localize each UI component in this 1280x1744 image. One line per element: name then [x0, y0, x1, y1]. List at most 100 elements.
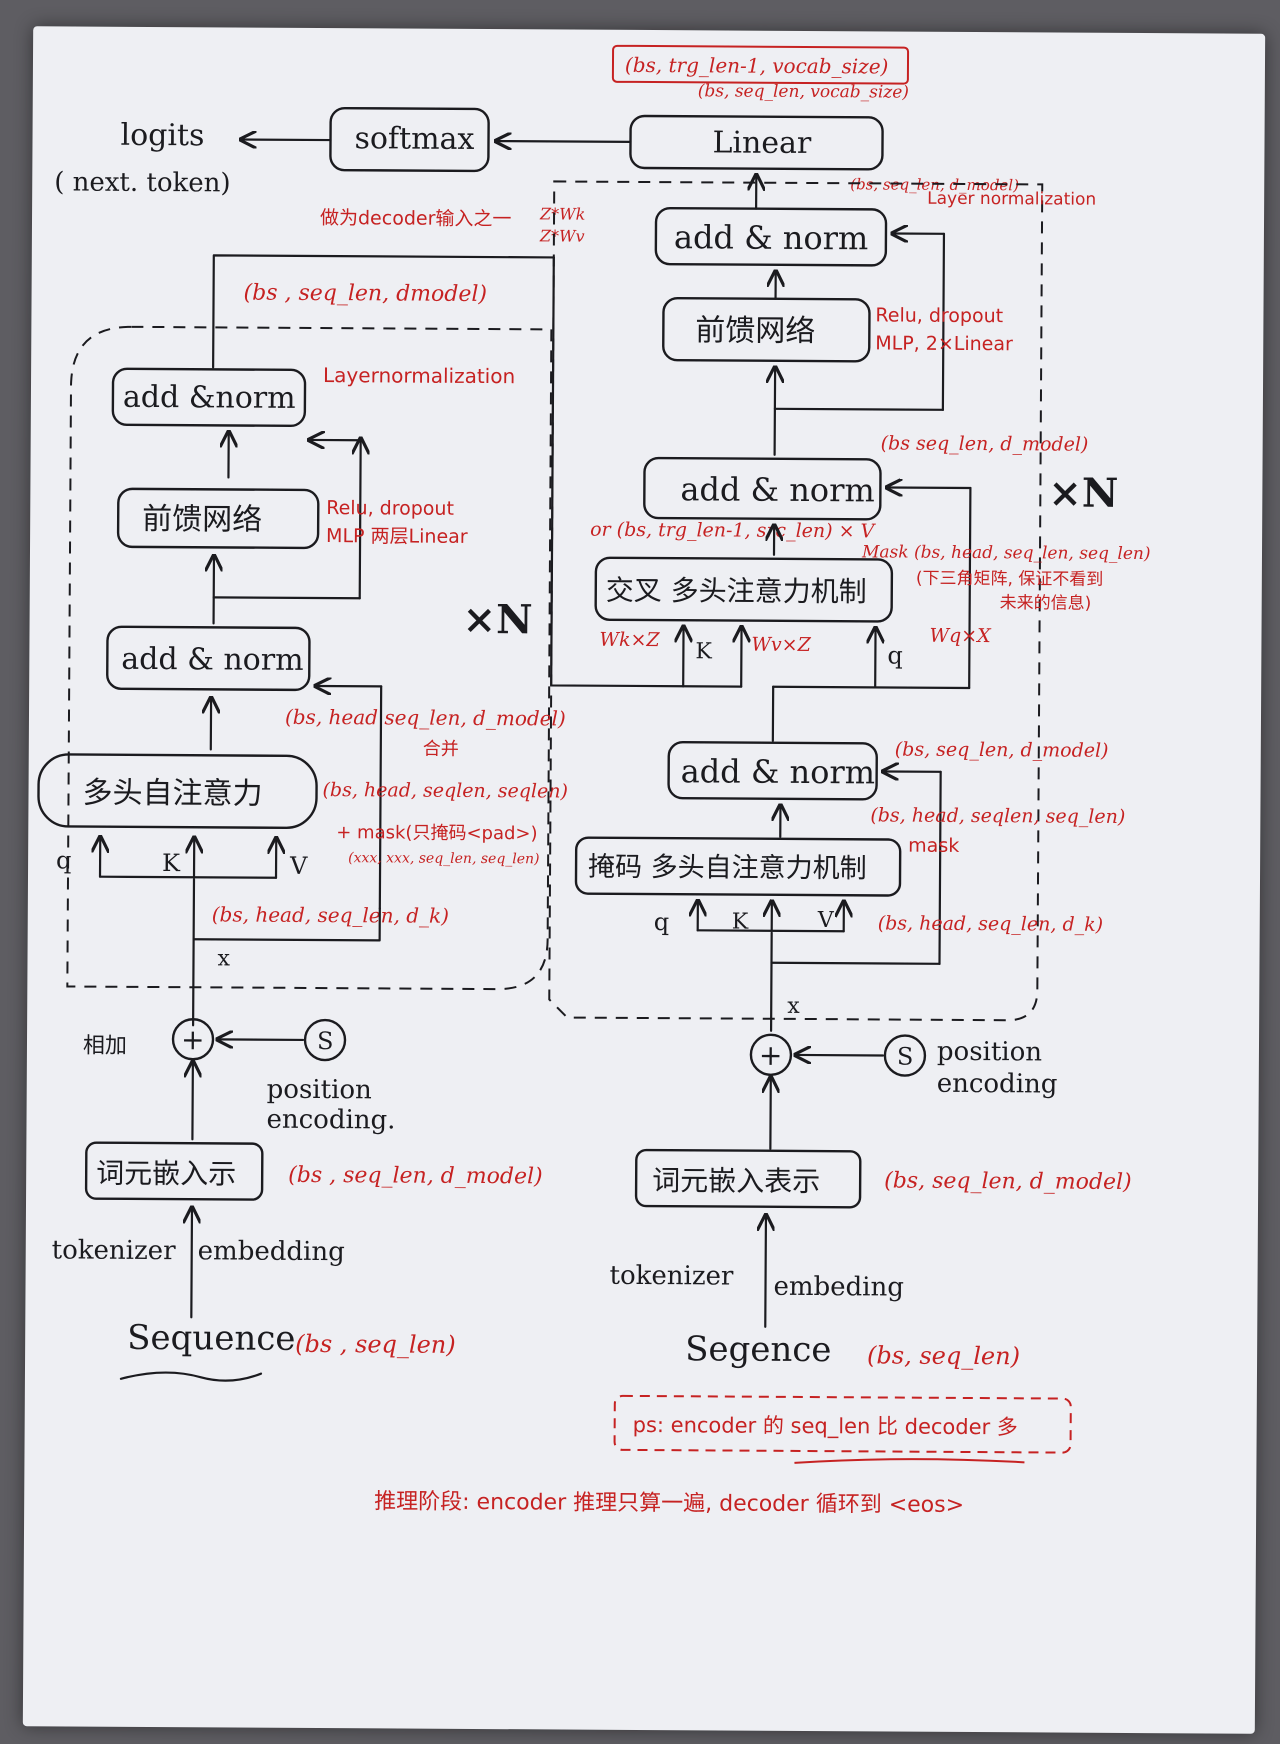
encoder-mhsa-label: 多头自注意力: [82, 776, 262, 812]
encoder-qkv-shape: (bs, head, seq_len, d_k): [212, 902, 449, 927]
decoder-pos-enc-2: encoding: [937, 1069, 1058, 1100]
encoder-add-norm-mid: [106, 625, 311, 692]
decoder-seq-shape: (bs, seq_len): [867, 1341, 1020, 1370]
decoder: ×N add & norm Layer normalization 前馈网络 R…: [548, 180, 1151, 1370]
decoder-masked-attn-box: [574, 836, 902, 897]
decoder-q-label: q: [887, 641, 903, 669]
decoder-mask-note: (下三角矩阵, 保证不看到: [916, 569, 1104, 590]
encoder-add-norm-top: [111, 367, 307, 428]
decoder-layer-frame: [548, 180, 1044, 1022]
arrow-seq-to-embed-enc: [191, 1209, 192, 1319]
encoder-seq-shape: (bs , seq_len): [295, 1330, 456, 1359]
decoder-pos-enc-1: position: [937, 1037, 1043, 1068]
encoder-embed-label: 词元嵌入示: [96, 1157, 236, 1191]
encoder-residual-branch-top: [212, 596, 361, 600]
encoder-add-circle: [171, 1018, 215, 1061]
encoder-qkv-split: [98, 875, 278, 879]
encoder-embedding-label: embedding: [198, 1236, 345, 1267]
encoder-x-trunk: [192, 878, 196, 1027]
decoder-pos-symbol: S: [897, 1043, 914, 1071]
decoder-add-norm-top: [654, 206, 888, 267]
decoder-add-norm-low-label: add & norm: [681, 752, 876, 791]
decoder-qkv-split: [696, 929, 845, 933]
decoder-masked-attn-label: 掩码 多头自注意力机制: [588, 852, 867, 885]
encoder-output-line: [212, 254, 555, 369]
decoder-q-branch: [772, 685, 971, 690]
ps-note-frame: [613, 1394, 1072, 1454]
decoder-q2-label: q: [654, 908, 670, 936]
ps-note-underline: [794, 1458, 1025, 1464]
decoder-v2-label: V: [817, 908, 835, 933]
decoder-plus-symbol: +: [759, 1039, 783, 1072]
decoder-residual-line-top: [941, 232, 946, 411]
encoder-attn-shape: (bs, head, seqlen, seqlen): [322, 779, 568, 802]
encoder-concat-shape: (bs, head seq_len, d_model): [285, 705, 566, 731]
decoder-pos-symbol-circle: [883, 1034, 927, 1077]
encoder-mask-note: + mask(只掩码<pad>): [336, 822, 537, 844]
decoder-layernorm-label: Layer normalization: [927, 189, 1096, 210]
linear-output-shape-1: (bs, trg_len-1, vocab_size): [625, 53, 889, 79]
decoder-add-norm-mid-label: add & norm: [680, 470, 875, 509]
decoder-ffn-label: 前馈网络: [695, 313, 815, 349]
encoder-ffn-box: [116, 487, 320, 550]
decoder-input-note: 做为decoder输入之一: [320, 207, 512, 230]
decoder-residual-arrow-mid: [888, 487, 972, 488]
decoder-k-label: K: [695, 639, 712, 664]
decoder-x-trunk: [769, 931, 773, 1032]
decoder-add-norm-mid: [643, 456, 882, 521]
decoder-ffn-box: [662, 296, 871, 363]
decoder-repeat-label: ×N: [1048, 469, 1118, 516]
encoder-q-label: q: [56, 846, 72, 874]
encoder: 做为decoder输入之一 Z*Wk Z*Wv (bs , seq_len, d…: [37, 204, 585, 1382]
encoder-v-label: V: [289, 852, 308, 880]
decoder-add-norm-low: [667, 741, 878, 801]
encoder-repeat-label: ×N: [462, 596, 532, 643]
encoder-x-residual: [192, 907, 381, 942]
arrow-softmax-to-logits: [243, 140, 332, 141]
encoder-add-norm-mid-label: add & norm: [121, 642, 303, 678]
decoder-mask-shape: Mask (bs, head, seq_len, seq_len): [861, 542, 1151, 564]
inference-note: 推理阶段: encoder 推理只算一遍, decoder 循环到 <eos>: [374, 1489, 964, 1518]
arrow-seq-to-embed-dec: [765, 1217, 766, 1328]
decoder-wv-label: Wv×Z: [751, 634, 811, 656]
encoder-ffn-note-1: Relu, dropout: [326, 497, 454, 520]
decoder-sequence-label: Segence: [685, 1329, 832, 1370]
notes: ps: encoder 的 seq_len 比 decoder 多 推理阶段: …: [374, 1394, 1072, 1518]
encoder-x-label: x: [217, 946, 230, 971]
decoder-residual-line-mid: [968, 486, 972, 690]
arrow-addnorm-to-ffn-dec: [775, 369, 776, 456]
ps-note: ps: encoder 的 seq_len 比 decoder 多: [633, 1413, 1018, 1440]
decoder-embed-box: [634, 1148, 862, 1209]
softmax-label: softmax: [354, 121, 474, 157]
encoder-layernorm-label: Layernormalization: [323, 363, 515, 388]
logits-label: logits: [120, 118, 204, 154]
encoder-add-norm-top-label: add &norm: [123, 380, 296, 416]
decoder-wq-label: Wq×X: [929, 625, 992, 647]
zwv-label: Z*Wv: [539, 226, 585, 245]
encoder-residual-line-top: [360, 440, 361, 600]
decoder-embed-label: 词元嵌入表示: [652, 1164, 820, 1198]
decoder-cross-attn-box: [594, 556, 894, 623]
encoder-pos-symbol: S: [317, 1027, 334, 1055]
encoder-layer-frame: [66, 325, 553, 991]
linear-label: Linear: [712, 125, 812, 161]
encoder-ffn-note-2: MLP 两层Linear: [326, 525, 468, 548]
decoder-wk-label: Wk×Z: [599, 629, 660, 651]
encoder-pos-enc-2: encoding.: [266, 1105, 395, 1136]
decoder-residual-line-low: [938, 770, 942, 965]
decoder-x-residual: [770, 961, 941, 965]
encoder-tokenizer-label: tokenizer: [52, 1235, 177, 1266]
decoder-add-norm-top-label: add & norm: [674, 218, 869, 257]
linear-output-frame: [611, 44, 910, 85]
encoder-embed-shape: (bs , seq_len, d_model): [288, 1163, 543, 1190]
decoder-cross-shape: (bs seq_len, d_model): [881, 432, 1089, 455]
decoder-or-shape: or (bs, trg_len-1, src_len) × V: [590, 519, 877, 543]
decoder-x-label: x: [787, 994, 800, 1019]
architecture-diagram: (bs, trg_len-1, vocab_size) (bs, seq_len…: [37, 44, 1151, 1518]
encoder-residual-line-mid: [378, 685, 383, 910]
decoder-qkv-shape: (bs, head, seq_len, d_k): [878, 912, 1103, 935]
encoder-concat-note: 合并: [423, 739, 459, 760]
zwk-label: Z*Wk: [539, 204, 585, 223]
decoder-tokenizer-label: tokenizer: [609, 1261, 734, 1292]
encoder-pos-symbol-circle: [303, 1018, 347, 1062]
